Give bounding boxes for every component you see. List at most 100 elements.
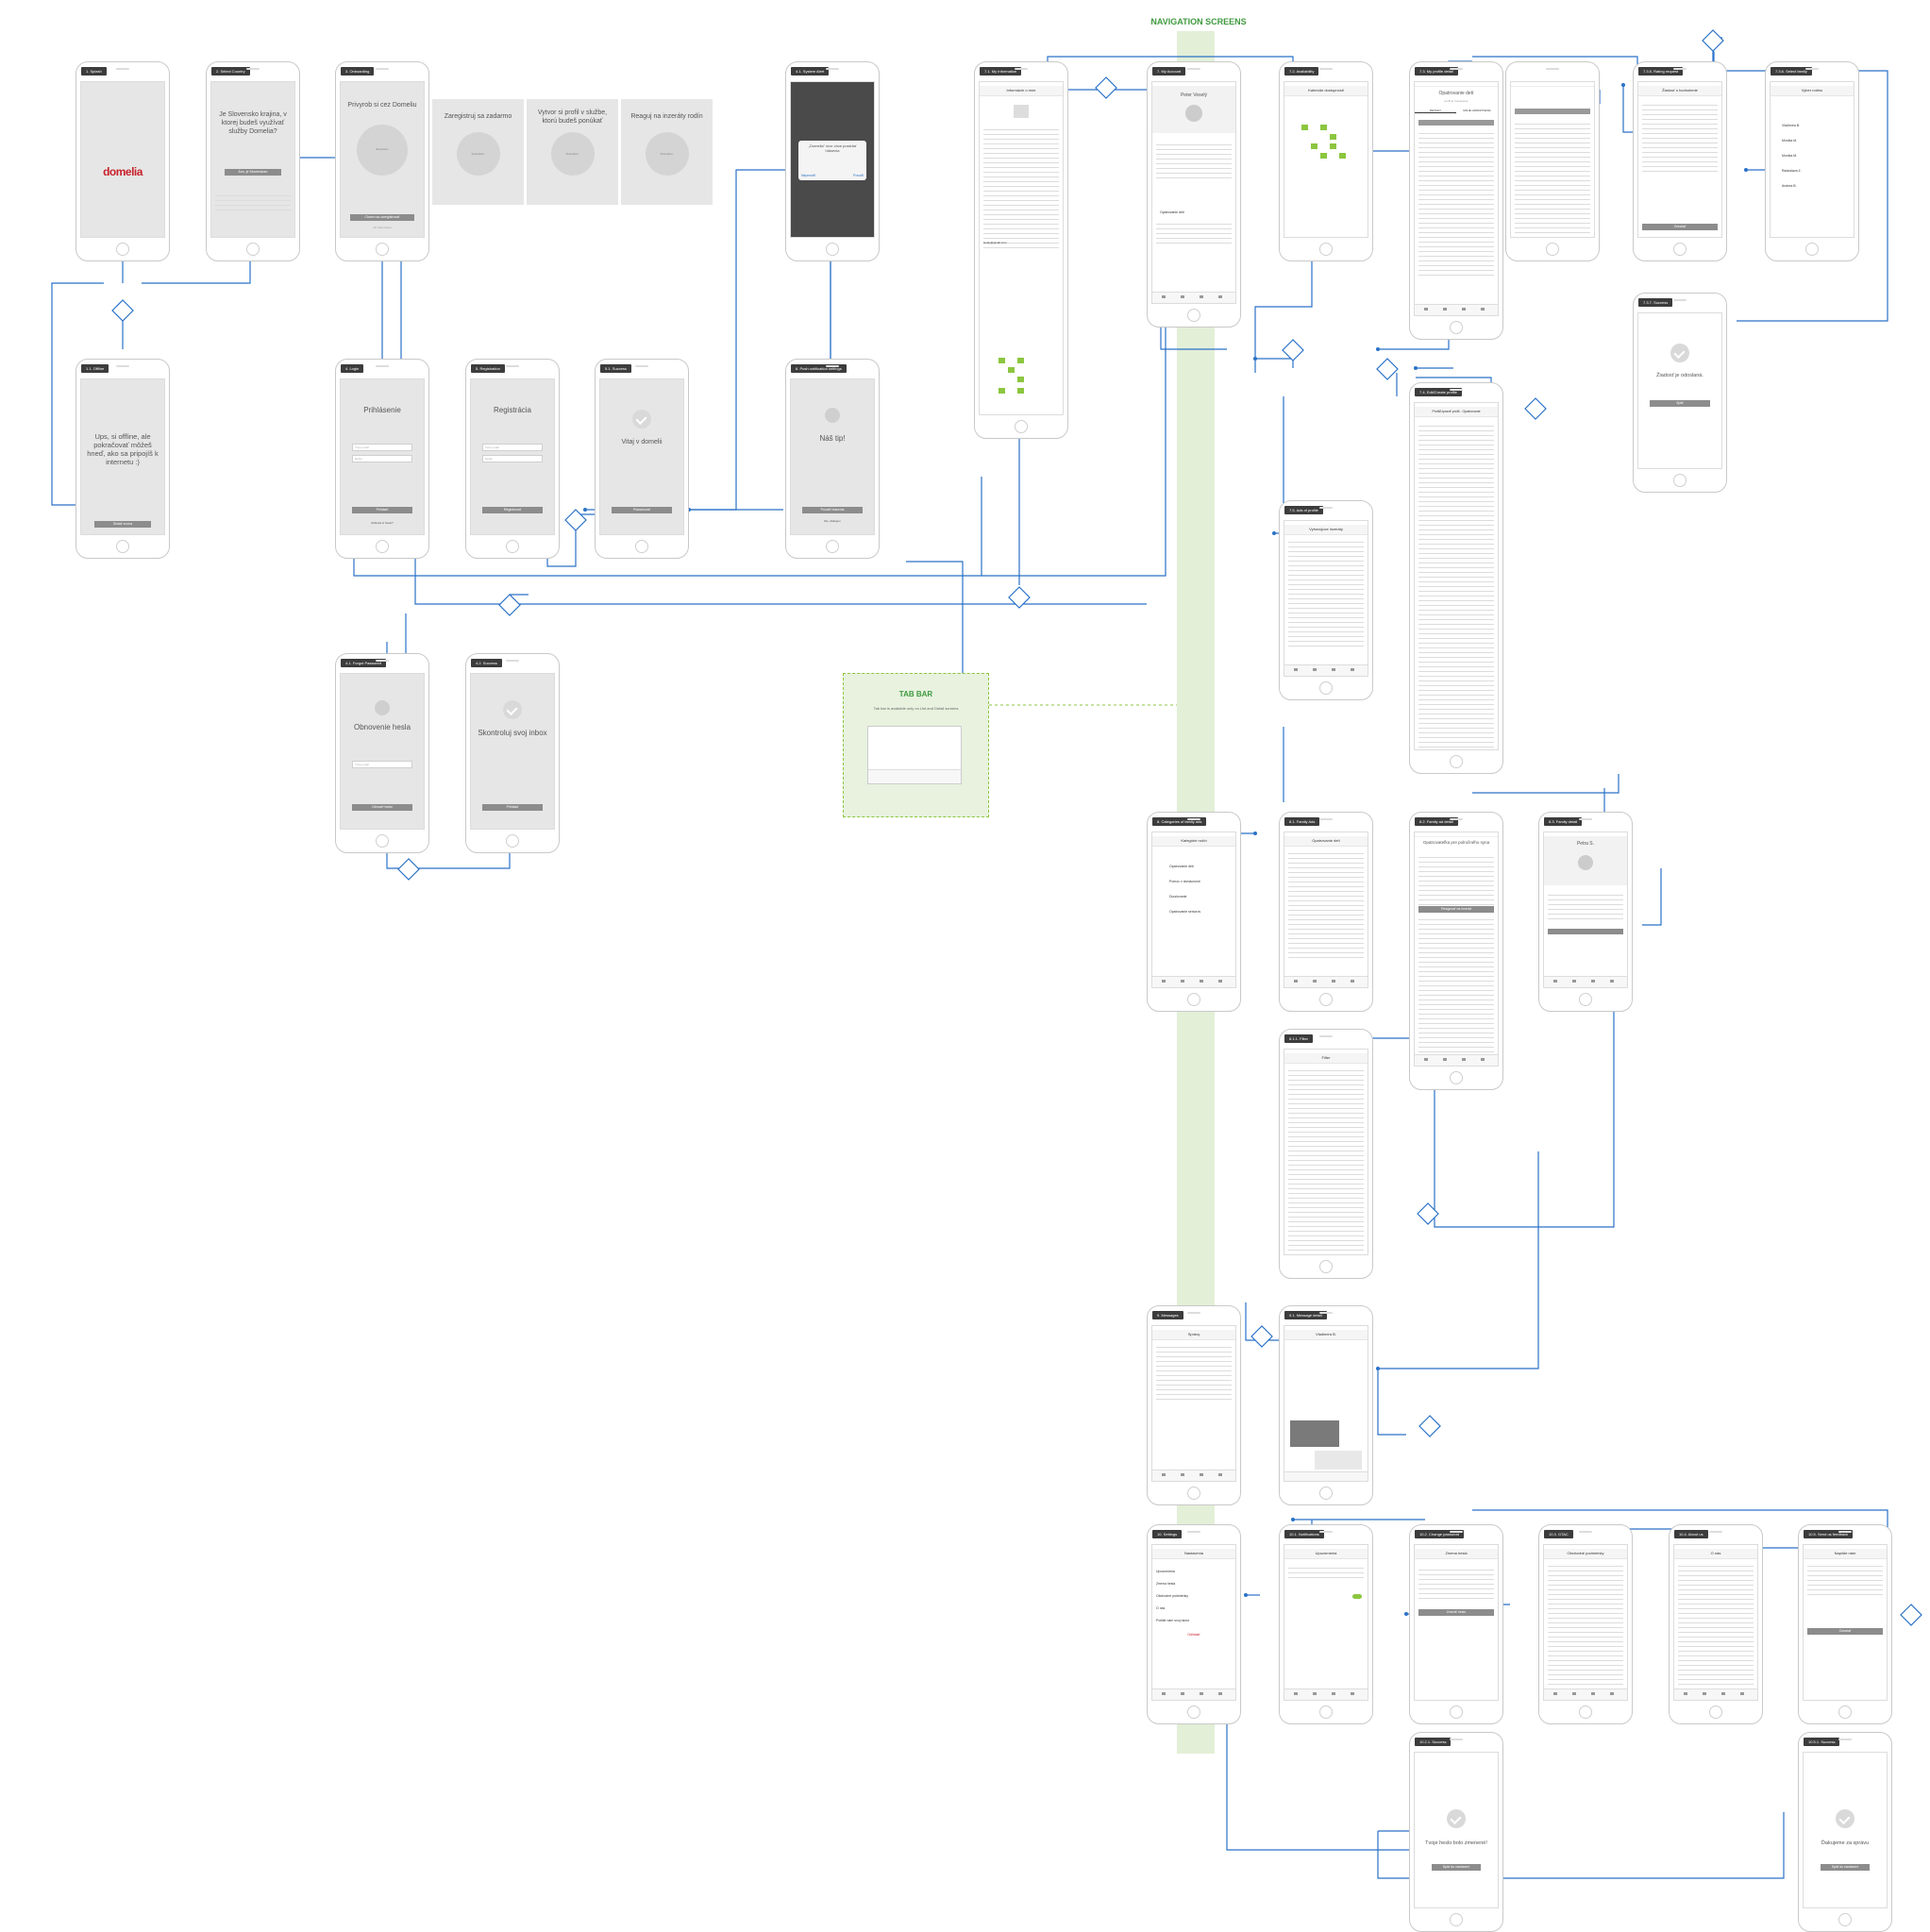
- family-item[interactable]: Radoslava Z.: [1782, 169, 1802, 173]
- settings-item[interactable]: Pošlite nám svoj názor: [1156, 1619, 1190, 1622]
- continue-button[interactable]: Pokračovať: [612, 507, 672, 513]
- family-item[interactable]: Andrea B.: [1782, 184, 1797, 188]
- tab-bar-title: TAB BAR: [898, 690, 933, 698]
- profile-item[interactable]: Opatrovanie detí: [1160, 210, 1184, 214]
- screen-tag: 1. Splash: [81, 67, 107, 76]
- decline-link[interactable]: Nie, ďakujem: [824, 519, 841, 523]
- screen-title: Žiadosť je odoslaná.: [1656, 373, 1703, 378]
- email-field[interactable]: Tvoj e-mail: [352, 761, 412, 768]
- email-field[interactable]: Tvoj e-mail: [482, 444, 543, 451]
- back-button[interactable]: Späť: [1650, 400, 1710, 407]
- settings-item[interactable]: O nás: [1156, 1606, 1166, 1610]
- screen-family-detail: 8.3. Family detail Petra S.: [1538, 812, 1633, 1012]
- message-input[interactable]: [1284, 1471, 1368, 1481]
- category-item[interactable]: Pomoc v domácnosti: [1169, 880, 1200, 883]
- tab-bar[interactable]: [1152, 976, 1235, 987]
- email-value[interactable]: lesely@gmail.com: [983, 241, 1007, 244]
- avatar[interactable]: [1014, 105, 1029, 118]
- tab-bar[interactable]: [1544, 976, 1627, 987]
- confirm-country-button[interactable]: Áno, je Slovenskom: [225, 169, 281, 176]
- alert-title: „Domelia" síce chce posielať hlásenia: [808, 143, 857, 153]
- screen-system-alert: 4.1. System Alert „Domelia" síce chce po…: [785, 61, 880, 261]
- deny-button[interactable]: Nepovoliť: [801, 174, 815, 177]
- tab-bar[interactable]: [1284, 976, 1368, 987]
- family-item[interactable]: Vladimíra B.: [1782, 124, 1801, 127]
- category-item[interactable]: Opatrovanie seniorov: [1169, 910, 1201, 914]
- screen-my-information: 7.1. My Information Informácie o mne les…: [974, 61, 1068, 439]
- screen-title: Náš tip!: [819, 434, 846, 443]
- request-rating-button[interactable]: [1515, 109, 1590, 114]
- screen-feedback: 10.5. Send us feedback Napíšte nám Odosl…: [1798, 1524, 1892, 1724]
- enable-notifications-button[interactable]: Povoliť hlásenia: [802, 507, 863, 513]
- offline-message: Ups, si offline, ale pokračovať môžeš hn…: [87, 432, 159, 466]
- retry-button[interactable]: Skúsiť znova: [94, 521, 151, 528]
- tab-bar[interactable]: [1415, 304, 1498, 315]
- have-account-link[interactable]: Už mám konto: [373, 226, 392, 229]
- screen-onboarding: 3. Onboarding Privyrob si cez Domeliu Il…: [335, 61, 429, 261]
- reset-password-button[interactable]: Obnoviť heslo: [352, 804, 412, 811]
- tab-bar[interactable]: [1284, 664, 1368, 676]
- screen-title: Je Slovensko krajina, v ktorej budeš vyu…: [219, 111, 287, 135]
- back-to-settings-button[interactable]: Späť do nastavení: [1821, 1864, 1870, 1871]
- screen-tag: 7.5. Ads of profile: [1284, 506, 1323, 514]
- screen-title: Skontroluj svoj inbox: [478, 729, 547, 737]
- screen-my-profile-ratings: [1505, 61, 1600, 261]
- family-item[interactable]: Monika M.: [1782, 139, 1798, 143]
- screen-success-password: 10.2.1. Success Tvoje heslo bolo zmenené…: [1409, 1732, 1503, 1932]
- nav-title: Vladimíra B.: [1284, 1330, 1368, 1340]
- tab-bar[interactable]: [1674, 1688, 1757, 1700]
- category-item[interactable]: Doučovanie: [1169, 895, 1187, 899]
- send-button[interactable]: Odoslať: [1642, 224, 1718, 230]
- tab-ratings[interactable]: MOJE HODNOTENIA: [1463, 109, 1491, 112]
- tab-bar[interactable]: [1152, 292, 1235, 303]
- success-check-icon: [632, 410, 651, 428]
- allow-button[interactable]: Povoliť: [853, 174, 864, 177]
- tab-details[interactable]: DETAILY: [1415, 109, 1456, 113]
- login-button[interactable]: Prihlásiť: [352, 507, 412, 513]
- register-button[interactable]: Registrovať: [482, 507, 543, 513]
- screen-tag: 7.3.7. Success: [1638, 298, 1673, 307]
- email-field[interactable]: Tvoj e-mail: [352, 444, 412, 451]
- settings-item[interactable]: Upozornenia: [1156, 1570, 1175, 1573]
- respond-button[interactable]: Reagovať na inzerát: [1418, 906, 1494, 913]
- screen-about: 10.4. About us O nás: [1669, 1524, 1763, 1724]
- message-bubble: [1290, 1420, 1339, 1447]
- login-button[interactable]: Prihlásiť: [482, 804, 543, 811]
- tab-bar[interactable]: [1544, 1688, 1627, 1700]
- nav-title: Obchodné podmienky: [1544, 1549, 1627, 1559]
- password-field[interactable]: Heslo: [482, 455, 543, 462]
- screen-settings: 10. Settings Nastavenia Upozornenia Zmen…: [1147, 1524, 1241, 1724]
- screen-tag: 10.4. About us: [1674, 1530, 1708, 1538]
- nav-title: Kategórie rodín: [1152, 836, 1235, 847]
- settings-item[interactable]: Obchodné podmienky: [1156, 1594, 1189, 1598]
- logout-button[interactable]: Odhlásiť: [1187, 1633, 1200, 1637]
- password-field[interactable]: Heslo: [352, 455, 412, 462]
- settings-item[interactable]: Zmena hesla: [1156, 1582, 1176, 1586]
- tab-bar[interactable]: [1152, 1688, 1235, 1700]
- screen-edit-profile: 7.4. Edit/Create profile Profil/Upraviť …: [1409, 382, 1503, 774]
- screen-tag: 7.3. My profile detail: [1415, 67, 1458, 76]
- tab-bar[interactable]: [1284, 1688, 1368, 1700]
- profile-action-button[interactable]: [1418, 120, 1494, 126]
- success-check-icon: [1836, 1809, 1854, 1828]
- lock-icon: [375, 700, 390, 715]
- screen-notifications: 10.1. Notifications Upozornenia: [1279, 1524, 1373, 1724]
- register-button[interactable]: Chcem sa zaregistrovať: [350, 214, 414, 221]
- forgot-password-link[interactable]: Zabudol si heslo?: [371, 521, 394, 525]
- change-password-button[interactable]: Zmeniť heslo: [1418, 1609, 1494, 1616]
- tab-bar[interactable]: [1152, 1470, 1235, 1481]
- category-item[interactable]: Opatrovanie detí: [1169, 865, 1194, 868]
- back-to-settings-button[interactable]: Späť do nastavení: [1432, 1864, 1481, 1871]
- send-button[interactable]: Odoslať: [1807, 1628, 1883, 1635]
- screen-title: Privyrob si cez Domeliu: [347, 102, 417, 109]
- avatar[interactable]: [1185, 105, 1202, 122]
- screen-title: Zaregistruj sa zadarmo: [444, 113, 512, 120]
- tab-bar[interactable]: [1415, 1054, 1498, 1066]
- success-check-icon: [503, 700, 522, 719]
- family-item[interactable]: Monika M.: [1782, 154, 1798, 158]
- screen-tag: 4.2. Success: [471, 659, 502, 667]
- notifications-toggle[interactable]: [1352, 1594, 1362, 1599]
- screen-title: Prihlásenie: [363, 406, 401, 414]
- family-action-button[interactable]: [1548, 929, 1623, 934]
- screen-tag: 4. Login: [341, 364, 364, 373]
